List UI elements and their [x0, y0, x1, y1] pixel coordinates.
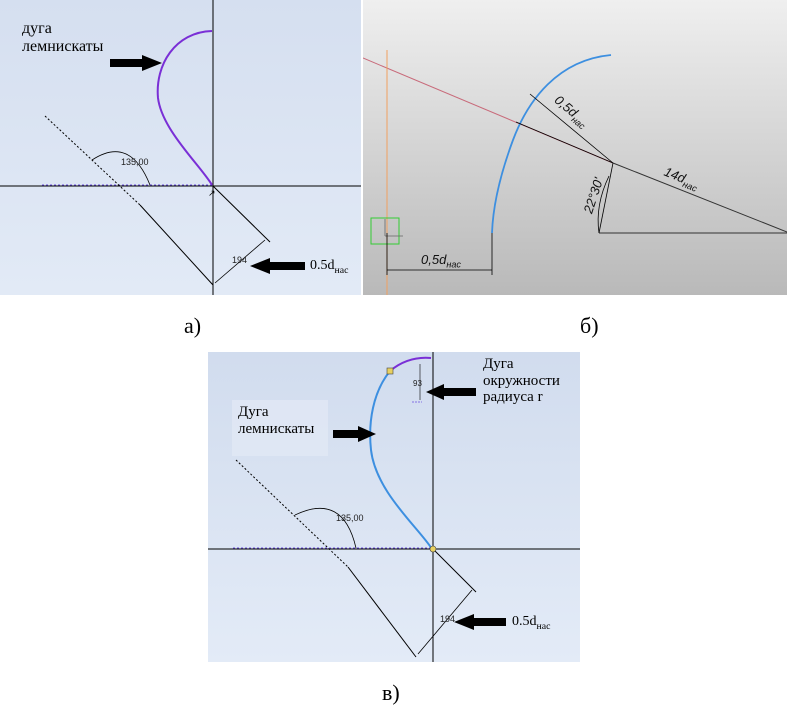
panel-a-drawing: ↗	[0, 0, 361, 295]
pointer-label-sub: нас	[334, 264, 349, 276]
panel-c-drawing	[208, 352, 580, 662]
origin-marker-icon	[370, 217, 400, 245]
circle-label: Дуга окружности радиуса r	[483, 356, 560, 405]
radius-to-arc-line	[529, 93, 614, 164]
caption-a: а)	[184, 313, 202, 338]
angled-construction-line	[44, 115, 141, 206]
pointer-label: 0.5dнас	[310, 258, 348, 277]
radius-value: 93	[413, 379, 422, 388]
dimension-194-line	[417, 589, 473, 655]
pointer-label-main: 0.5d	[512, 614, 537, 629]
curve-label: Дуга лемнискаты	[238, 404, 315, 437]
arrow-to-dimension-icon	[250, 258, 305, 274]
origin-point	[429, 545, 437, 553]
arrow-to-arc-icon	[110, 55, 162, 71]
arrow-to-lemniscate-icon	[333, 426, 376, 442]
arrow-to-dimension-icon	[454, 614, 506, 630]
lemniscate-arc	[491, 54, 612, 234]
long-radius-line	[612, 162, 787, 233]
dimension-194-line	[214, 239, 266, 284]
arrow-to-circle-arc-icon	[426, 384, 476, 400]
arc-junction-point	[386, 367, 394, 375]
pointer-label: 0.5dнас	[512, 614, 550, 633]
angle-arc	[91, 151, 151, 186]
curve-label: дуга лемнискаты	[22, 20, 104, 55]
angle-value: 135,00	[336, 513, 364, 523]
curve-label-background	[232, 400, 328, 456]
svg-text:↗: ↗	[208, 188, 216, 198]
panel-b-construction: 0,5dнас 14dнас 22°30' 0,5dнас	[363, 0, 787, 295]
caption-b: б)	[580, 313, 599, 338]
panel-a-lemniscate-sketch: ↗ дуга лемнискаты 135,00 194 0.5dнас	[0, 0, 361, 295]
dimension-extension	[212, 185, 271, 243]
dimension-extension	[432, 548, 477, 593]
dim-bottom-main: 0,5d	[421, 252, 447, 267]
length-value: 194	[232, 255, 248, 265]
panel-c-combined-sketch: Дуга лемнискаты Дуга окружности радиуса …	[208, 352, 580, 662]
angle-arc	[294, 507, 357, 549]
pointer-label-sub: нас	[536, 620, 551, 632]
angle-value: 135,00	[121, 157, 149, 167]
circle-arc	[389, 356, 432, 372]
angled-line-solid	[347, 566, 417, 658]
panel-b-drawing	[363, 50, 787, 295]
angled-construction-line	[235, 459, 349, 568]
lemniscate-arc	[156, 30, 213, 186]
dim-bottom-sub: нас	[446, 259, 461, 270]
pointer-label-main: 0.5d	[310, 258, 335, 273]
radius-to-arc-line-2	[515, 121, 614, 164]
lemniscate-arc	[369, 370, 433, 550]
dim-bottom: 0,5dнас	[421, 252, 461, 270]
length-value: 194	[440, 614, 456, 624]
angle-arc	[597, 175, 610, 234]
angled-line-solid	[139, 204, 214, 286]
caption-c: в)	[382, 680, 400, 705]
